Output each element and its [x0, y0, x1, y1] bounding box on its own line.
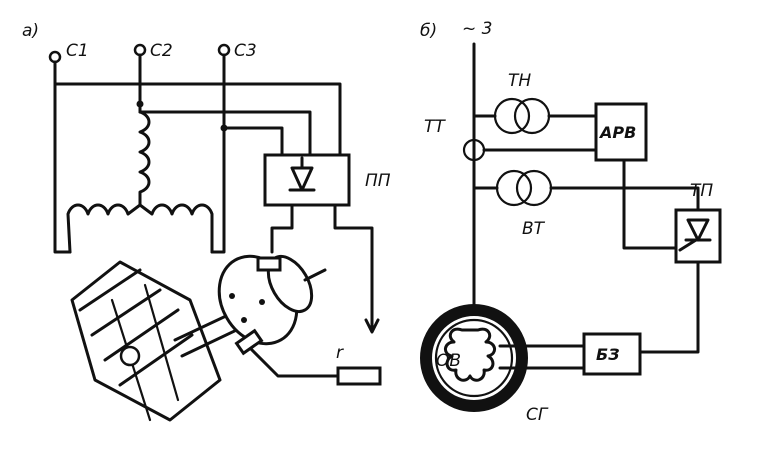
- rotor-drawing: [70, 254, 327, 422]
- brush-dot-2: [241, 317, 247, 323]
- vt-coil-1: [495, 169, 533, 207]
- tp-out-line: [638, 260, 700, 354]
- line-c3-to-converter: [222, 126, 284, 157]
- generator-stator: [420, 304, 528, 412]
- panel-a-tag: а): [22, 21, 39, 41]
- terminal-c1-label: C1: [66, 41, 89, 61]
- resistor-return-line: [246, 344, 340, 378]
- generator-label: СГ: [526, 405, 549, 425]
- winding-coil-vertical: [138, 110, 151, 207]
- rotor-pole-line-4: [118, 333, 194, 387]
- terminal-c3-label: C3: [234, 41, 257, 61]
- winding-coil-left: [66, 203, 142, 254]
- bz-box: [582, 332, 642, 376]
- junction-c3: [220, 124, 228, 132]
- tn-label: ТН: [508, 71, 531, 91]
- vt-line-out: [549, 186, 700, 212]
- brush-dot-3: [259, 299, 265, 305]
- rotor-slot-2: [143, 283, 180, 402]
- panel-b: б) ~ 3 ТН ТТ АРВ ВТ ТП: [420, 19, 722, 425]
- thyristor-icon: [686, 218, 710, 242]
- shaft-end: [303, 268, 327, 282]
- thyristor-gate: [678, 238, 698, 252]
- tn-coil-2: [513, 97, 551, 135]
- line-c1: [53, 60, 72, 254]
- rotor-body: [70, 260, 222, 422]
- brush-dot-1: [229, 293, 235, 299]
- rotor-pole-line-1: [78, 268, 142, 312]
- panel-a: а) C1 C2 C3 ПП r: [22, 21, 391, 422]
- panel-b-tag: б): [420, 21, 437, 41]
- rotor-pole-line-3: [103, 308, 180, 362]
- field-winding-icon: [444, 327, 496, 382]
- avr-control-line: [622, 158, 678, 250]
- line-c3: [210, 53, 226, 254]
- converter-out-right: [333, 203, 374, 332]
- line-c1-to-converter: [53, 82, 342, 157]
- terminal-c2-label: C2: [150, 41, 173, 61]
- field-winding-label: ОВ: [436, 351, 461, 371]
- converter-out-left: [270, 203, 294, 254]
- resistor: [336, 366, 382, 386]
- brush-top: [256, 256, 282, 272]
- tp-box: [674, 208, 722, 264]
- source-label: ~ 3: [462, 19, 492, 39]
- resistor-label: r: [336, 343, 344, 363]
- tp-label: ТП: [690, 181, 713, 201]
- generator-inner: [434, 318, 514, 398]
- converter-label: ПП: [365, 171, 391, 191]
- rotor-hub: [119, 345, 141, 367]
- vt-coil-2: [515, 169, 553, 207]
- brush-bottom: [234, 328, 264, 356]
- tt-label: ТТ: [424, 117, 446, 137]
- vt-label: ВТ: [522, 219, 546, 239]
- arrow-to-resistor: [364, 318, 380, 334]
- winding-coil-right: [138, 203, 214, 254]
- avr-label: АРВ: [598, 123, 636, 142]
- bz-label: БЗ: [596, 345, 620, 364]
- tn-coil-1: [493, 97, 531, 135]
- avr-box: [594, 102, 648, 162]
